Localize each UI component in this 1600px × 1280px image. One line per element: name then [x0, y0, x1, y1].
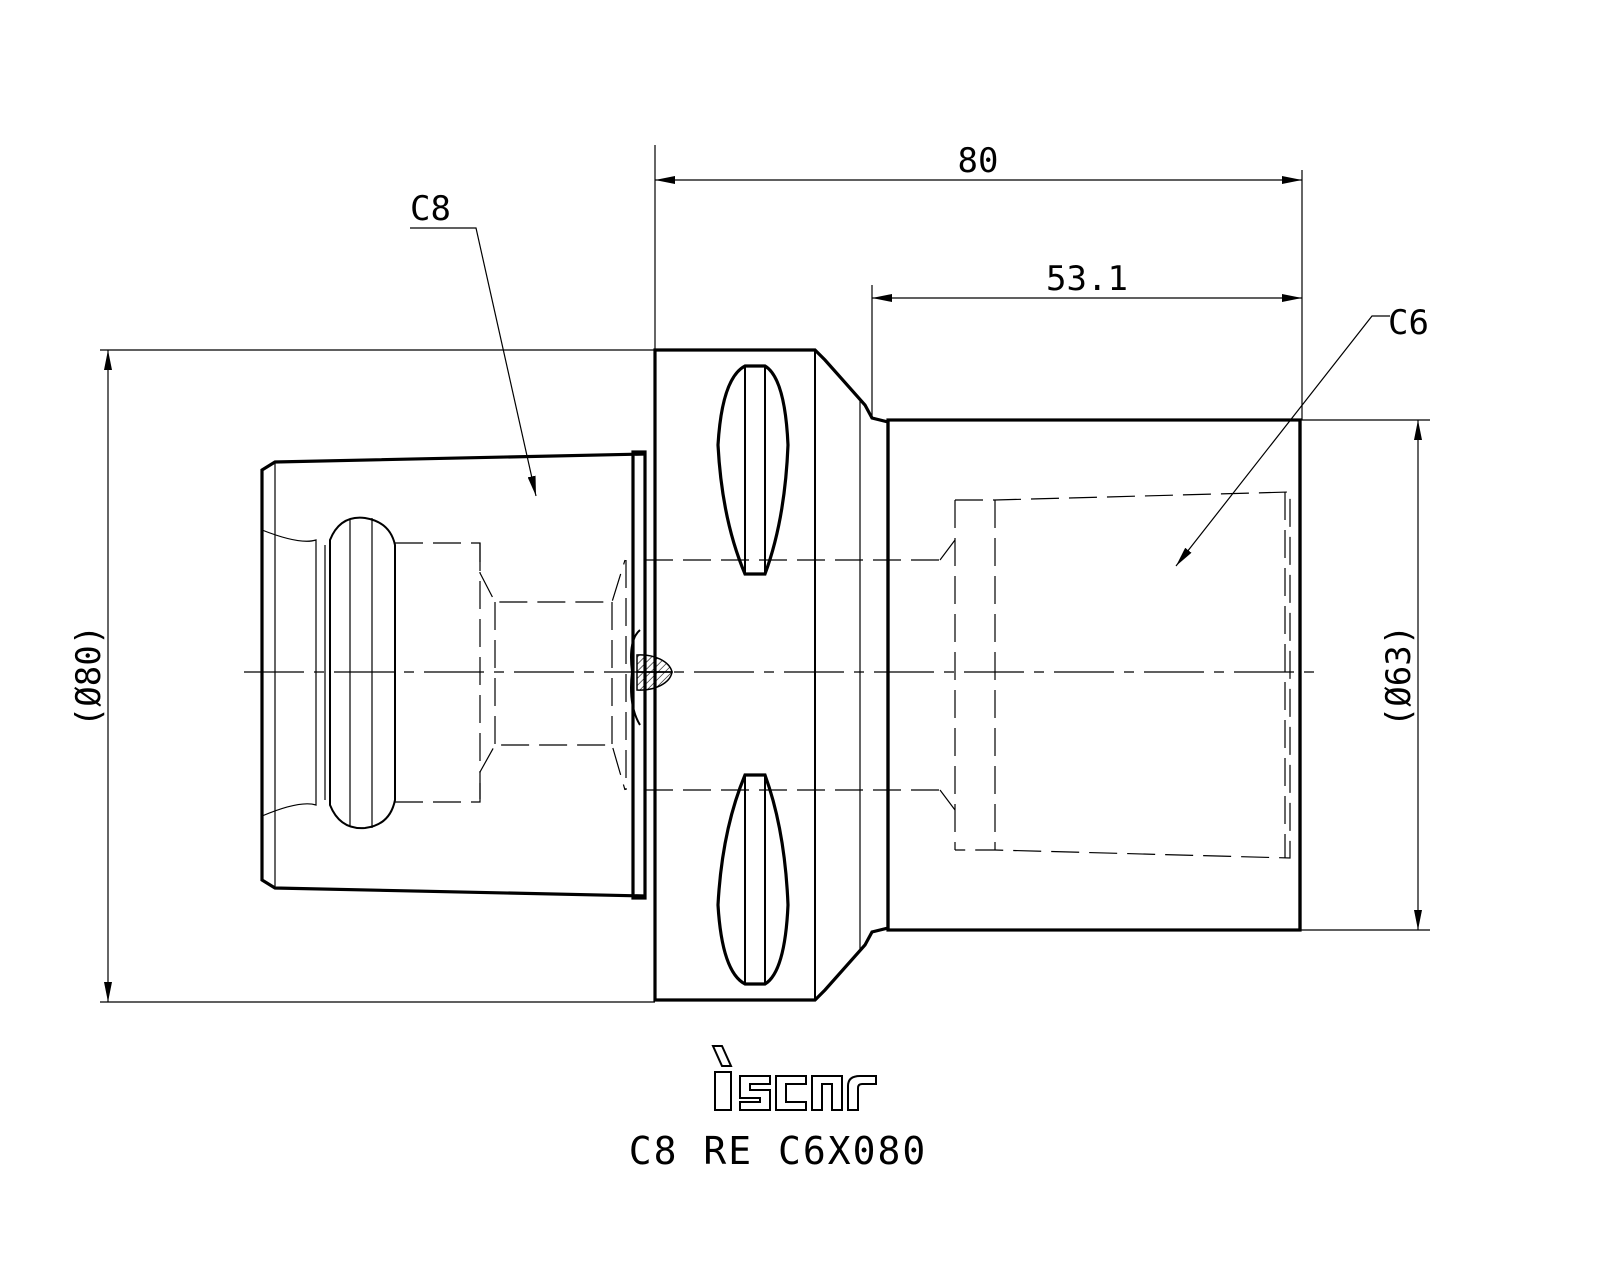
- dim-text-total-length: 80: [958, 141, 999, 181]
- iscar-logo: [711, 1045, 877, 1111]
- dim-text-shank-length: 53.1: [1046, 259, 1128, 299]
- leader-c6: [1175, 315, 1390, 567]
- label-c6: C6: [1388, 303, 1429, 343]
- extension-lines: [100, 145, 1430, 1003]
- part-number: C8 RE C6X080: [629, 1129, 928, 1173]
- c8-collet-part: [260, 450, 673, 900]
- leader-c8: [410, 227, 537, 497]
- dim-text-right-diameter: (Ø63): [1379, 625, 1419, 727]
- dim-text-left-diameter: (Ø80): [69, 625, 109, 727]
- label-c8: C8: [410, 189, 451, 229]
- c6-shank: [886, 418, 1302, 932]
- flange-body: [645, 348, 940, 1002]
